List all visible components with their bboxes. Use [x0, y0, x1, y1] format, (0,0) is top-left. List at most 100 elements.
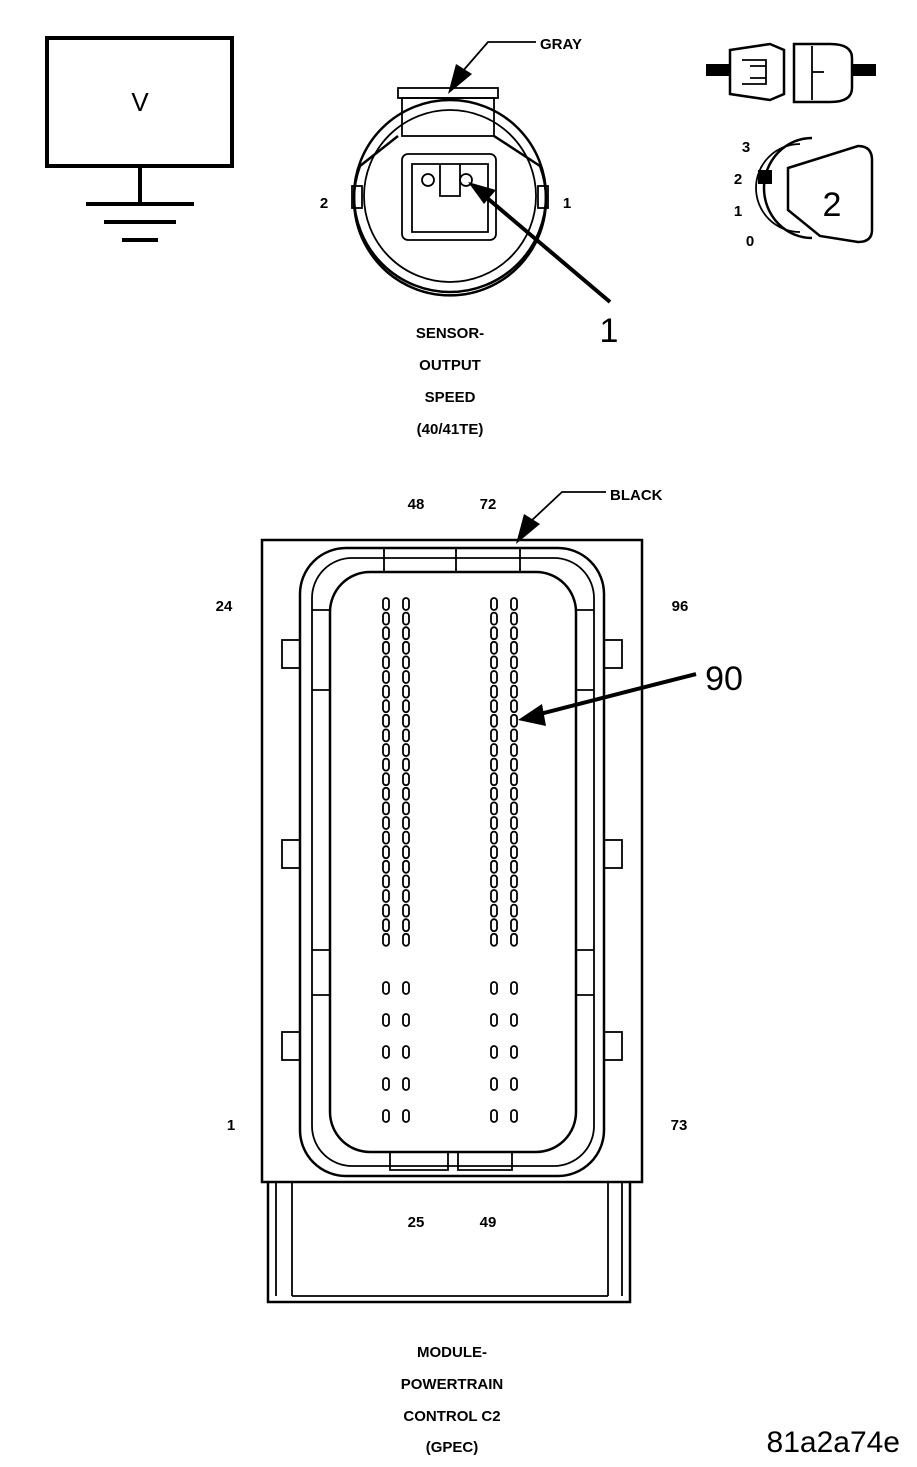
pcm-caption-line: POWERTRAIN [401, 1376, 504, 1393]
pcm-pin-cavity [382, 728, 390, 743]
pcm-pin-cavity [510, 757, 518, 772]
pcm-pin-cavity [402, 684, 410, 699]
pcm-pin-cavity [510, 1013, 518, 1027]
ignition-switch-icon: 3 2 1 0 2 [734, 136, 874, 250]
pcm-pin-cavity [490, 597, 498, 611]
pcm-pin-cavity [402, 903, 410, 918]
pcm-pin-cavity [490, 859, 498, 874]
pcm-pin-cavity [402, 786, 410, 801]
pcm-pin-cavity [402, 1013, 410, 1027]
pcm-pin-cavity [510, 859, 518, 874]
pcm-pin-cavity [402, 859, 410, 874]
pcm-pin-cavity [382, 845, 390, 860]
pcm-pin-cavity [382, 684, 390, 699]
pcm-pin-cavity [510, 801, 518, 816]
pcm-pin-cavity [382, 918, 390, 933]
pcm-pin-cavity [402, 655, 410, 670]
sensor-caption-line: (40/41TE) [417, 421, 484, 438]
pcm-pin-cavity [510, 713, 518, 728]
pcm-callout: 90 [705, 660, 743, 698]
sensor-caption-line: OUTPUT [419, 357, 481, 374]
pcm-pin-cavity [382, 859, 390, 874]
pcm-pin-cavity [490, 932, 498, 947]
pcm-pin-cavity [490, 728, 498, 743]
ignition-position-label: 2 [734, 171, 742, 188]
pcm-pin-label: 73 [671, 1117, 688, 1134]
pcm-pin-cavity [490, 816, 498, 830]
pcm-pin-label: 25 [408, 1214, 425, 1231]
pcm-pin-cavity [510, 981, 518, 995]
pcm-pin-label: 72 [480, 496, 497, 513]
pcm-pin-cavity [402, 918, 410, 933]
pcm-pin-cavity [490, 786, 498, 801]
pcm-pin-cavity [382, 655, 390, 670]
pcm-pin-cavity [490, 757, 498, 772]
pcm-pin-cavity [382, 786, 390, 801]
pcm-pin-cavity [382, 713, 390, 728]
pcm-pin-cavity [382, 670, 390, 684]
pcm-pin-label: 24 [216, 598, 233, 615]
sensor-pin-left-label: 2 [320, 195, 328, 212]
pcm-pin-cavity [510, 655, 518, 670]
sensor-pin-2 [421, 173, 435, 187]
pcm-pin-cavity [510, 772, 518, 787]
pcm-pin-cavity [402, 772, 410, 787]
sensor-callout: 1 [600, 312, 619, 350]
pcm-pin-label: 48 [408, 496, 425, 513]
pcm-pin-cavity [382, 801, 390, 816]
pcm-pin-cavity [382, 743, 390, 757]
pcm-pin-cavity [402, 670, 410, 684]
pcm-pin-cavity [402, 713, 410, 728]
pcm-pin-cavity [402, 816, 410, 830]
pcm-pin-cavity [382, 981, 390, 995]
pcm-pin-cavity [510, 670, 518, 684]
pcm-pin-cavity [490, 1045, 498, 1059]
pcm-pin-cavity [382, 889, 390, 903]
pcm-pin-cavity [510, 932, 518, 947]
pcm-pin-cavity [510, 1109, 518, 1123]
pcm-pin-cavity [382, 1013, 390, 1027]
pcm-pin-cavity [402, 1077, 410, 1091]
pcm-pin-cavity [382, 816, 390, 830]
pcm-pin-cavity [490, 903, 498, 918]
ignition-position-label: 0 [746, 233, 754, 250]
pcm-pin-cavity [490, 1013, 498, 1027]
pcm-pin-cavity [490, 611, 498, 626]
sensor-caption-line: SENSOR- [416, 325, 484, 342]
pcm-pin-cavity [382, 1045, 390, 1059]
pcm-pin-cavity [510, 611, 518, 626]
pcm-pin-cavity [402, 626, 410, 641]
ignition-position-label: 3 [742, 139, 750, 156]
pcm-pin-label: 49 [480, 1214, 497, 1231]
voltmeter-symbol: V [45, 36, 234, 242]
pcm-pin-cavity [402, 611, 410, 626]
pcm-pin-cavity [490, 713, 498, 728]
pcm-pin-cavity [402, 699, 410, 714]
pcm-pin-cavity [402, 728, 410, 743]
ignition-position-label: 1 [734, 203, 742, 220]
pcm-pin-cavity [402, 889, 410, 903]
pcm-pin-cavity [382, 830, 390, 845]
pcm-pin-cavity [510, 699, 518, 714]
pcm-pin-cavity [510, 1045, 518, 1059]
pcm-pin-cavity [382, 611, 390, 626]
pcm-pin-cavity [490, 918, 498, 933]
sensor-caption-line: SPEED [425, 389, 476, 406]
disconnected-connector-icon [706, 42, 876, 104]
pcm-pin-label: 1 [227, 1117, 235, 1134]
pcm-pin-cavity [510, 1077, 518, 1091]
pcm-pin-cavity [510, 728, 518, 743]
pcm-pin-cavity [490, 1109, 498, 1123]
pcm-pin-cavity [510, 786, 518, 801]
pcm-pin-cavity [510, 830, 518, 845]
pcm-pin-cavity [510, 816, 518, 830]
pcm-pin-cavity [490, 830, 498, 845]
pcm-pin-cavity [490, 684, 498, 699]
pcm-pin-cavity [510, 626, 518, 641]
pcm-pin-cavity [402, 981, 410, 995]
pcm-pin-cavity [382, 874, 390, 889]
pcm-pin-cavity [490, 670, 498, 684]
pcm-pin-cavity [510, 918, 518, 933]
pcm-caption-line: CONTROL C2 [403, 1408, 500, 1425]
pcm-pin-cavity [382, 640, 390, 655]
